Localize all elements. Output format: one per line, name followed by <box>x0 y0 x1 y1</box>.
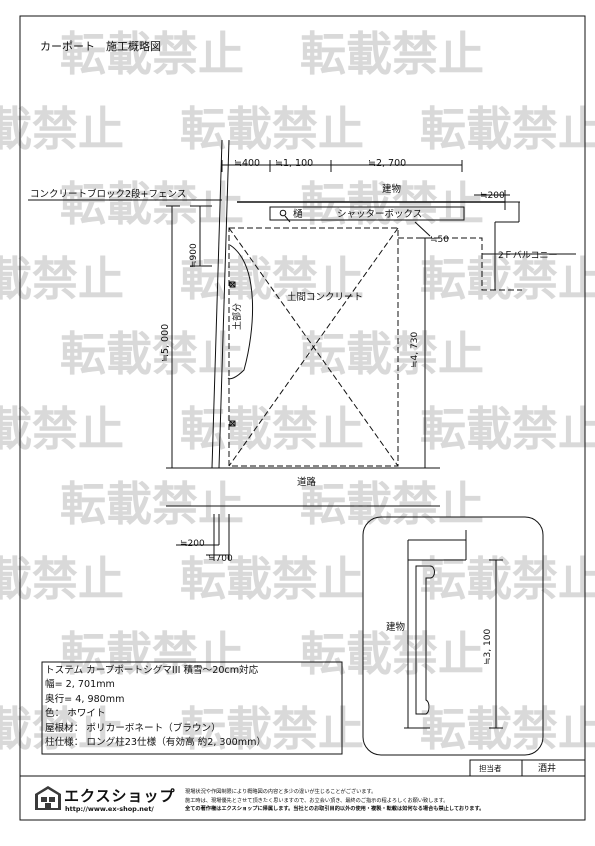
watermark-text: 転載禁止 <box>0 552 124 606</box>
staff-box <box>469 759 586 777</box>
company-logo: エクスショップ http://www.ex-shop.net/ <box>34 785 175 815</box>
dim-5000: ≒5, 000 <box>160 324 171 362</box>
dim-200-bottom: ≒200 <box>180 539 205 549</box>
dim-50: ≒50 <box>430 235 449 245</box>
watermark-text: 転載禁止 <box>0 102 124 156</box>
watermark-text: 転載禁止 <box>60 477 244 531</box>
house-logo-icon <box>35 786 61 810</box>
label-gutter: 樋 <box>293 208 303 220</box>
watermark-text: 転載禁止 <box>420 702 595 756</box>
label-dirt-area: 土部分 <box>231 303 243 330</box>
label-balcony: 2Ｆバルコニー <box>498 250 558 261</box>
spec-post: 柱仕様： ロング柱23仕様（有効高 約2, 300mm） <box>45 737 267 749</box>
watermark-text: 転載禁止 <box>300 477 484 531</box>
watermark-text: 転載禁止 <box>0 252 124 306</box>
watermark-text: 転載禁止 <box>420 252 595 306</box>
gutter-symbol <box>279 209 287 217</box>
carport-post <box>229 281 236 288</box>
watermark-text: 転載禁止 <box>60 327 244 381</box>
fence-line-outer <box>211 139 223 469</box>
dim-400: ≒400 <box>234 158 260 169</box>
dirt-area-outline <box>227 244 254 380</box>
gutter-leader <box>284 215 291 223</box>
carport-diagonal <box>228 227 399 467</box>
label-block-fence: コンクリートブロック2段+フェンス <box>30 188 186 200</box>
watermark-text: 転載禁止 <box>0 702 124 756</box>
watermark-text: 転載禁止 <box>60 627 244 681</box>
note-line: 現場状況や作図制限により概略図の内容と多少の違いが生じることがございます。 <box>185 789 377 795</box>
spec-box <box>41 661 343 755</box>
balcony-outline <box>398 237 522 291</box>
post-cross <box>229 420 236 427</box>
spec-width: 幅= 2, 701mm <box>45 679 115 691</box>
watermark-text: 転載禁止 <box>420 102 595 156</box>
spec-roof: 屋根材： ポリカーボネート（ブラウン） <box>45 722 221 734</box>
watermark-text: 転載禁止 <box>180 552 364 606</box>
label-shutter-box: シャッターボックス <box>337 209 422 220</box>
leader-50 <box>414 221 431 237</box>
staff-label: 担当者 <box>479 763 502 773</box>
watermark-layer: 転載禁止転載禁止転載禁止転載禁止転載禁止転載禁止転載禁止転載禁止転載禁止転載禁止… <box>0 27 595 756</box>
watermark-text: 転載禁止 <box>180 102 364 156</box>
elevation-carport-profile <box>415 565 435 715</box>
outer-frame <box>19 15 586 821</box>
watermark-text: 転載禁止 <box>0 402 124 456</box>
dim-900: ≒900 <box>189 243 199 268</box>
elevation-frame <box>362 516 544 756</box>
watermark-text: 転載禁止 <box>420 402 595 456</box>
carport-post <box>229 420 236 427</box>
spec-product: トステム カーブポートシグマIII 積雪～20cm対応 <box>45 665 259 676</box>
note-line: 施工時は、現場優先とさせて頂きたく思いますので、お立会い頂き、最終のご指示の程よ… <box>185 797 449 804</box>
disclaimer-notes: 現場状況や作図制限により概略図の内容と多少の違いが生じることがございます。 施工… <box>185 788 484 814</box>
watermark-text: 転載禁止 <box>300 177 484 231</box>
watermark-text: 転載禁止 <box>60 27 244 81</box>
label-soil-concrete: 土間コンクリート <box>287 291 363 303</box>
spec-text: トステム カーブポートシグマIII 積雪～20cm対応 幅= 2, 701mm … <box>45 664 345 750</box>
label-building: 建物 <box>382 183 402 195</box>
dim-1100: ≒1, 100 <box>275 158 313 169</box>
watermark-text: 転載禁止 <box>300 27 484 81</box>
spec-depth: 奥行= 4, 980mm <box>45 693 125 705</box>
dim-2700: ≒2, 700 <box>368 158 406 169</box>
watermark-text: 転載禁止 <box>180 402 364 456</box>
drawing-title: カーポート 施工概略図 <box>40 39 161 53</box>
shutter-box <box>269 206 465 221</box>
dim-3100: ≒3, 100 <box>483 629 493 665</box>
dim-200-top: ≒200 <box>480 191 505 201</box>
watermark-text: 転載禁止 <box>300 627 484 681</box>
watermark-text: 転載禁止 <box>180 702 364 756</box>
carport-outline <box>228 227 399 467</box>
staff-name: 酒井 <box>538 762 556 774</box>
company-url: http://www.ex-shop.net/ <box>65 805 154 813</box>
note-line: 全ての著作権はエクスショップに帰属します。当社とのお取引目的以外の使用・複製・転… <box>185 806 485 813</box>
post-cross <box>229 281 236 288</box>
elevation-view <box>362 516 544 756</box>
watermark-text: 転載禁止 <box>420 552 595 606</box>
company-name: エクスショップ <box>64 787 176 805</box>
label-road: 道路 <box>297 476 317 488</box>
watermark-text: 転載禁止 <box>300 327 484 381</box>
dim-4730: ≒4, 730 <box>410 332 420 368</box>
fence-line-inner <box>218 139 230 469</box>
watermark-text: 転載禁止 <box>60 177 244 231</box>
plan-view <box>28 139 576 560</box>
watermark-text: 転載禁止 <box>180 252 364 306</box>
dim-700: ≒700 <box>208 554 233 564</box>
spec-color: 色： ホワイト <box>45 708 106 720</box>
elevation-label-building: 建物 <box>386 621 406 633</box>
